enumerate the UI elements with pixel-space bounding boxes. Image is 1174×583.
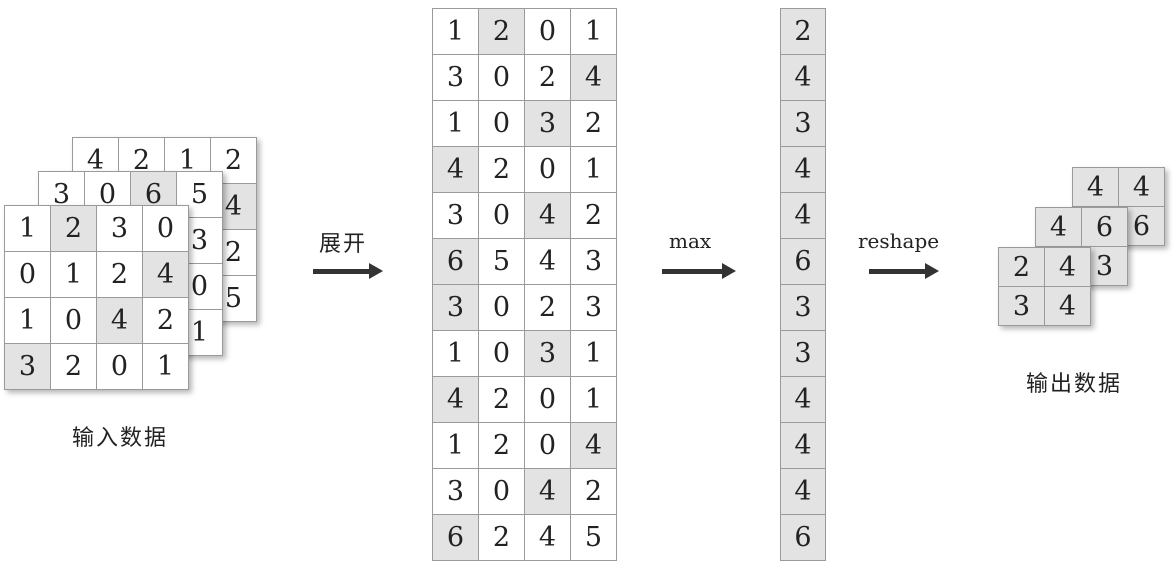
input-cell: 3 — [5, 344, 51, 390]
expanded-cell: 2 — [571, 193, 617, 239]
expanded-cell: 1 — [571, 147, 617, 193]
expanded-cell: 1 — [433, 331, 479, 377]
max-cell: 4 — [781, 193, 826, 239]
output-cell: 4 — [1045, 287, 1091, 326]
expanded-cell: 2 — [479, 147, 525, 193]
output-cell: 4 — [1045, 248, 1091, 287]
expanded-cell: 4 — [525, 469, 571, 515]
expanded-cell: 0 — [525, 147, 571, 193]
expanded-cell: 0 — [479, 101, 525, 147]
expanded-cell: 2 — [571, 469, 617, 515]
input-cell: 2 — [97, 252, 143, 298]
expanded-cell: 2 — [479, 377, 525, 423]
expanded-cell: 4 — [433, 147, 479, 193]
input-cell: 3 — [97, 206, 143, 252]
expanded-cell: 2 — [479, 423, 525, 469]
expanded-cell: 2 — [525, 285, 571, 331]
reshape-label: reshape — [858, 229, 940, 253]
output-cell: 2 — [999, 248, 1045, 287]
input-cell: 1 — [5, 206, 51, 252]
expanded-cell: 3 — [571, 239, 617, 285]
expanded-cell: 4 — [571, 55, 617, 101]
input-cell: 2 — [51, 344, 97, 390]
max-cell: 3 — [781, 331, 826, 377]
input-cell: 0 — [97, 344, 143, 390]
expanded-cell: 0 — [525, 423, 571, 469]
expanded-cell: 3 — [525, 331, 571, 377]
expanded-cell: 0 — [479, 331, 525, 377]
expanded-cell: 0 — [479, 285, 525, 331]
max-cell: 4 — [781, 423, 826, 469]
expanded-cell: 2 — [479, 9, 525, 55]
expanded-cell: 4 — [525, 515, 571, 561]
max-label: max — [669, 229, 712, 253]
expanded-cell: 2 — [525, 55, 571, 101]
expanded-cell: 1 — [571, 331, 617, 377]
output-cell: 6 — [1082, 208, 1128, 247]
input-cell: 2 — [51, 206, 97, 252]
max-cell: 4 — [781, 377, 826, 423]
input-cell: 1 — [143, 344, 189, 390]
expanded-cell: 3 — [433, 285, 479, 331]
expanded-cell: 4 — [571, 423, 617, 469]
expanded-cell: 6 — [433, 515, 479, 561]
expanded-cell: 1 — [571, 9, 617, 55]
expand-label: 展开 — [319, 232, 368, 257]
input-cell: 4 — [143, 252, 189, 298]
max-cell: 4 — [781, 55, 826, 101]
expand-arrow-icon — [313, 263, 383, 279]
expanded-cell: 5 — [479, 239, 525, 285]
output-cell: 4 — [1036, 208, 1082, 247]
input-cell: 1 — [51, 252, 97, 298]
max-cell: 3 — [781, 101, 826, 147]
input-cell: 0 — [143, 206, 189, 252]
expanded-cell: 2 — [571, 101, 617, 147]
expanded-cell: 1 — [433, 9, 479, 55]
expanded-cell: 0 — [525, 9, 571, 55]
max-cell: 4 — [781, 147, 826, 193]
input-data-label: 输入数据 — [72, 426, 169, 451]
expanded-cell: 6 — [433, 239, 479, 285]
input-cell: 0 — [51, 298, 97, 344]
expanded-cell: 3 — [525, 101, 571, 147]
expanded-cell: 3 — [433, 193, 479, 239]
input-cell: 0 — [5, 252, 51, 298]
expanded-cell: 3 — [433, 55, 479, 101]
max-cell: 3 — [781, 285, 826, 331]
expanded-cell: 0 — [525, 377, 571, 423]
expanded-cell: 1 — [433, 423, 479, 469]
output-cell: 3 — [999, 287, 1045, 326]
expanded-cell: 2 — [479, 515, 525, 561]
output-data-label: 输出数据 — [1026, 372, 1123, 397]
output-cell: 4 — [1073, 168, 1119, 207]
expanded-cell: 4 — [433, 377, 479, 423]
input-cell: 2 — [143, 298, 189, 344]
expanded-cell: 0 — [479, 55, 525, 101]
expanded-cell: 1 — [433, 101, 479, 147]
input-cell: 4 — [97, 298, 143, 344]
expanded-cell: 0 — [479, 193, 525, 239]
expanded-cell: 5 — [571, 515, 617, 561]
max-cell: 6 — [781, 515, 826, 561]
reshape-arrow-icon — [869, 263, 939, 279]
max-arrow-icon — [662, 263, 736, 279]
expanded-cell: 3 — [433, 469, 479, 515]
expanded-cell: 1 — [571, 377, 617, 423]
expanded-cell: 3 — [571, 285, 617, 331]
expanded-cell: 4 — [525, 239, 571, 285]
expanded-cell: 4 — [525, 193, 571, 239]
max-cell: 4 — [781, 469, 826, 515]
input-cell: 1 — [5, 298, 51, 344]
max-cell: 2 — [781, 9, 826, 55]
expanded-cell: 0 — [479, 469, 525, 515]
max-cell: 6 — [781, 239, 826, 285]
output-cell: 4 — [1119, 168, 1165, 207]
